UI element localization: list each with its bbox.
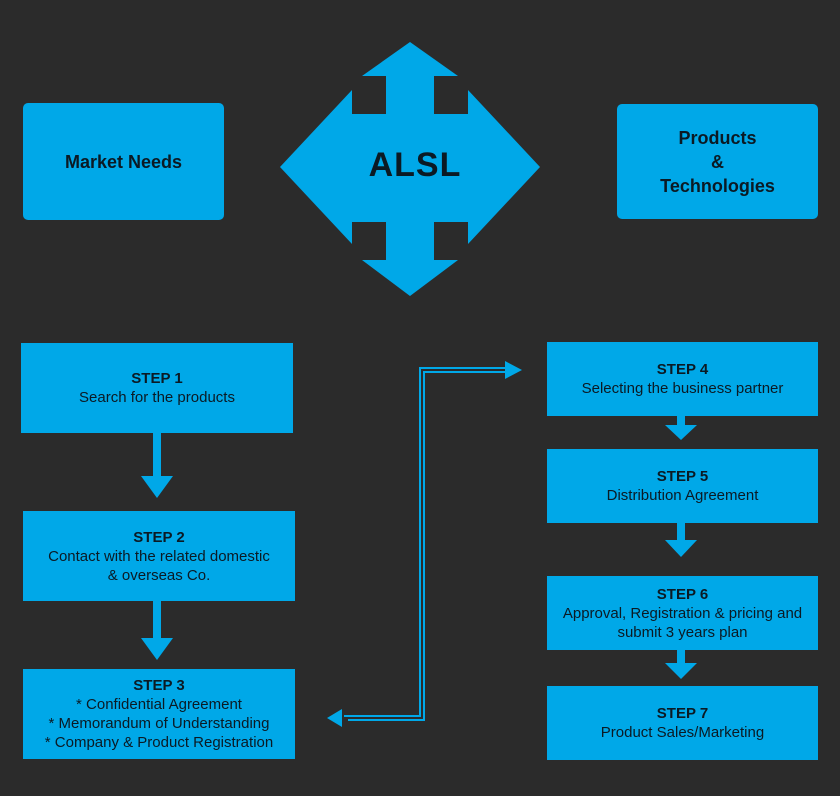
step-3-title: STEP 3	[133, 677, 185, 694]
step-2-box: STEP 2 Contact with the related domestic…	[23, 511, 295, 601]
step-4-box: STEP 4 Selecting the business partner	[547, 342, 818, 416]
arrow-step4-to-step5	[665, 416, 697, 440]
step-3-line-3: * Company & Product Registration	[44, 734, 274, 751]
products-technologies-box: Products & Technologies	[617, 104, 818, 219]
step-5-line-1: Distribution Agreement	[606, 487, 759, 504]
step-7-box: STEP 7 Product Sales/Marketing	[547, 686, 818, 760]
step-6-title: STEP 6	[656, 585, 709, 603]
step-6-line-2: submit 3 years plan	[617, 623, 748, 641]
step-5-box: STEP 5 Distribution Agreement	[547, 449, 818, 523]
technologies-label: Technologies	[660, 175, 775, 196]
market-needs-label: Market Needs	[64, 151, 183, 172]
alsl-cross-arrow	[280, 42, 540, 296]
arrow-step2-to-step3	[141, 601, 173, 660]
connector-arrowhead-step3	[327, 709, 342, 727]
step-2-title: STEP 2	[133, 528, 185, 546]
step-6-box: STEP 6 Approval, Registration & pricing …	[547, 576, 818, 650]
step-4-line-1: Selecting the business partner	[581, 380, 784, 397]
arrow-step5-to-step6	[665, 523, 697, 557]
connector-arrowhead-step4	[505, 361, 522, 379]
step-7-title: STEP 7	[656, 705, 709, 722]
products-label: Products	[678, 127, 757, 148]
ampersand-label: &	[711, 151, 724, 172]
arrow-step1-to-step2	[141, 433, 173, 498]
market-needs-box: Market Needs	[23, 103, 224, 220]
step-2-line-2: & overseas Co.	[107, 566, 211, 584]
step-1-title: STEP 1	[131, 370, 183, 387]
step-5-title: STEP 5	[656, 468, 709, 485]
step-6-line-1: Approval, Registration & pricing and	[562, 604, 803, 622]
step-3-line-1: * Confidential Agreement	[76, 696, 242, 713]
step-7-line-1: Product Sales/Marketing	[600, 724, 765, 741]
step-2-line-1: Contact with the related domestic	[48, 547, 270, 565]
arrow-step6-to-step7	[665, 650, 697, 679]
connector-step3-to-step4	[344, 367, 512, 721]
step-1-box: STEP 1 Search for the products	[21, 343, 293, 433]
alsl-label: ALSL	[368, 145, 462, 184]
step-3-line-2: * Memorandum of Understanding	[48, 715, 270, 732]
step-1-line-1: Search for the products	[79, 389, 235, 406]
step-3-box: STEP 3 * Confidential Agreement * Memora…	[23, 669, 295, 759]
step-4-title: STEP 4	[656, 361, 709, 378]
